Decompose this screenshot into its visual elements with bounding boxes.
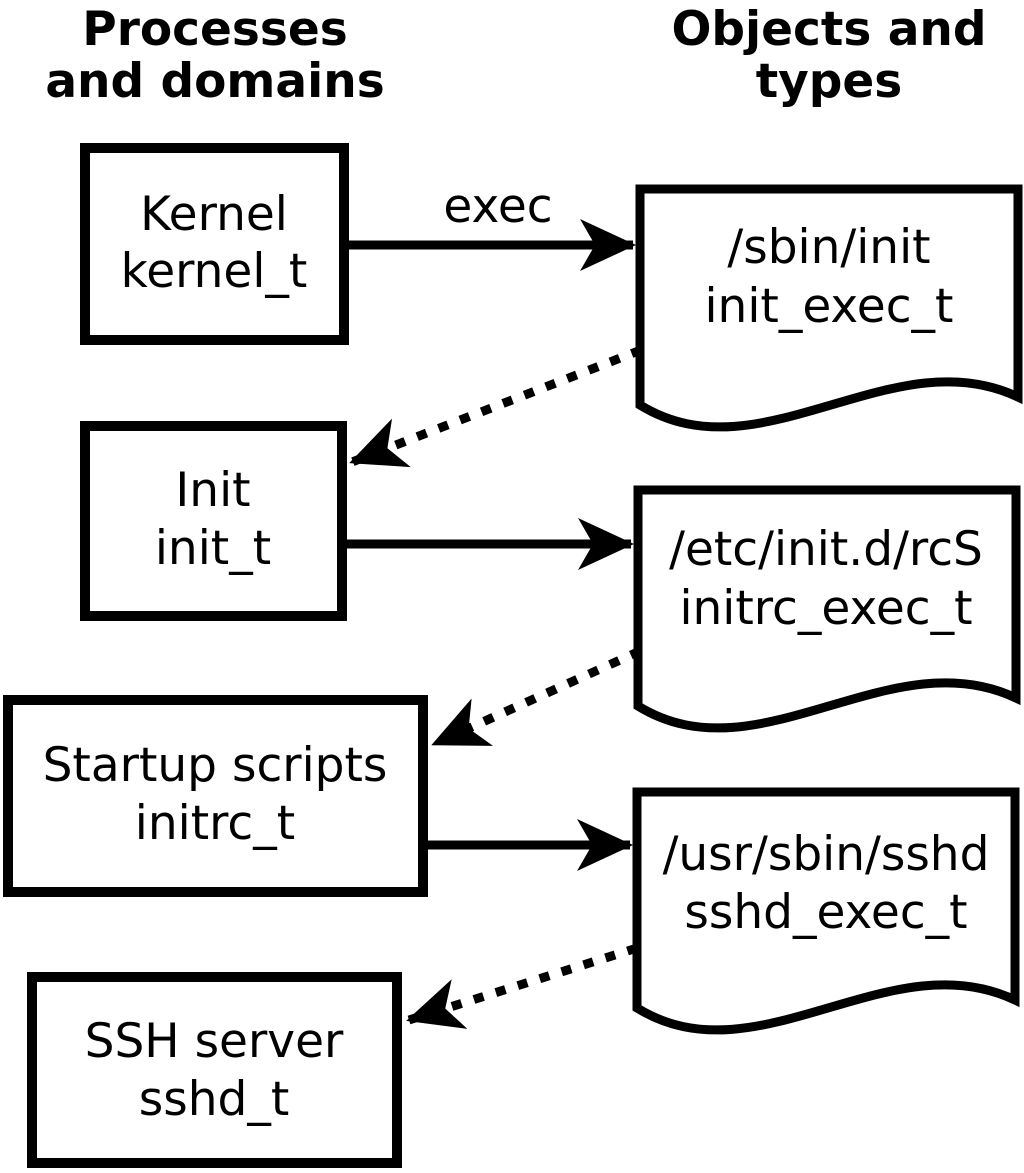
left-column-title-line1: Processes	[82, 2, 347, 57]
object-etc-initd-rcs-type: initrc_exec_t	[679, 581, 972, 636]
object-etc-initd-rcs-path: /etc/init.d/rcS	[669, 522, 983, 577]
process-ssh-server-type: sshd_t	[139, 1072, 290, 1127]
process-startup-scripts-name: Startup scripts	[43, 738, 388, 793]
right-column-title-line1: Objects and	[671, 2, 986, 57]
object-sbin-init-path: /sbin/init	[727, 220, 930, 275]
process-kernel-type: kernel_t	[121, 244, 308, 299]
object-doc-sbin-init	[635, 184, 1023, 432]
left-column-title-line2: and domains	[45, 54, 384, 109]
exec-edge-label: exec	[443, 179, 552, 234]
object-sbin-init-type: init_exec_t	[705, 279, 954, 334]
object-usr-sbin-sshd-path: /usr/sbin/sshd	[663, 827, 990, 882]
transition-arrow-rcs-to-initrc-t	[431, 646, 642, 749]
object-doc-etc-initd-rcs	[633, 485, 1021, 733]
process-ssh-server-name: SSH server	[85, 1014, 344, 1069]
process-init-name: Init	[175, 463, 250, 518]
right-column-title-line2: types	[756, 54, 903, 109]
transition-arrow-sshd-exec-to-sshd-t	[406, 943, 639, 1029]
object-usr-sbin-sshd-type: sshd_exec_t	[684, 885, 967, 940]
process-init-type: init_t	[155, 521, 271, 576]
process-box-kernel	[80, 143, 349, 345]
process-kernel-name: Kernel	[140, 187, 288, 242]
transition-arrow-sbin-init-to-init-t	[349, 345, 643, 468]
process-box-startup-scripts	[3, 695, 428, 897]
process-box-init	[80, 421, 347, 621]
process-box-ssh-server	[27, 972, 402, 1168]
process-startup-scripts-type: initrc_t	[135, 796, 295, 851]
object-doc-usr-sbin-sshd	[632, 787, 1020, 1035]
